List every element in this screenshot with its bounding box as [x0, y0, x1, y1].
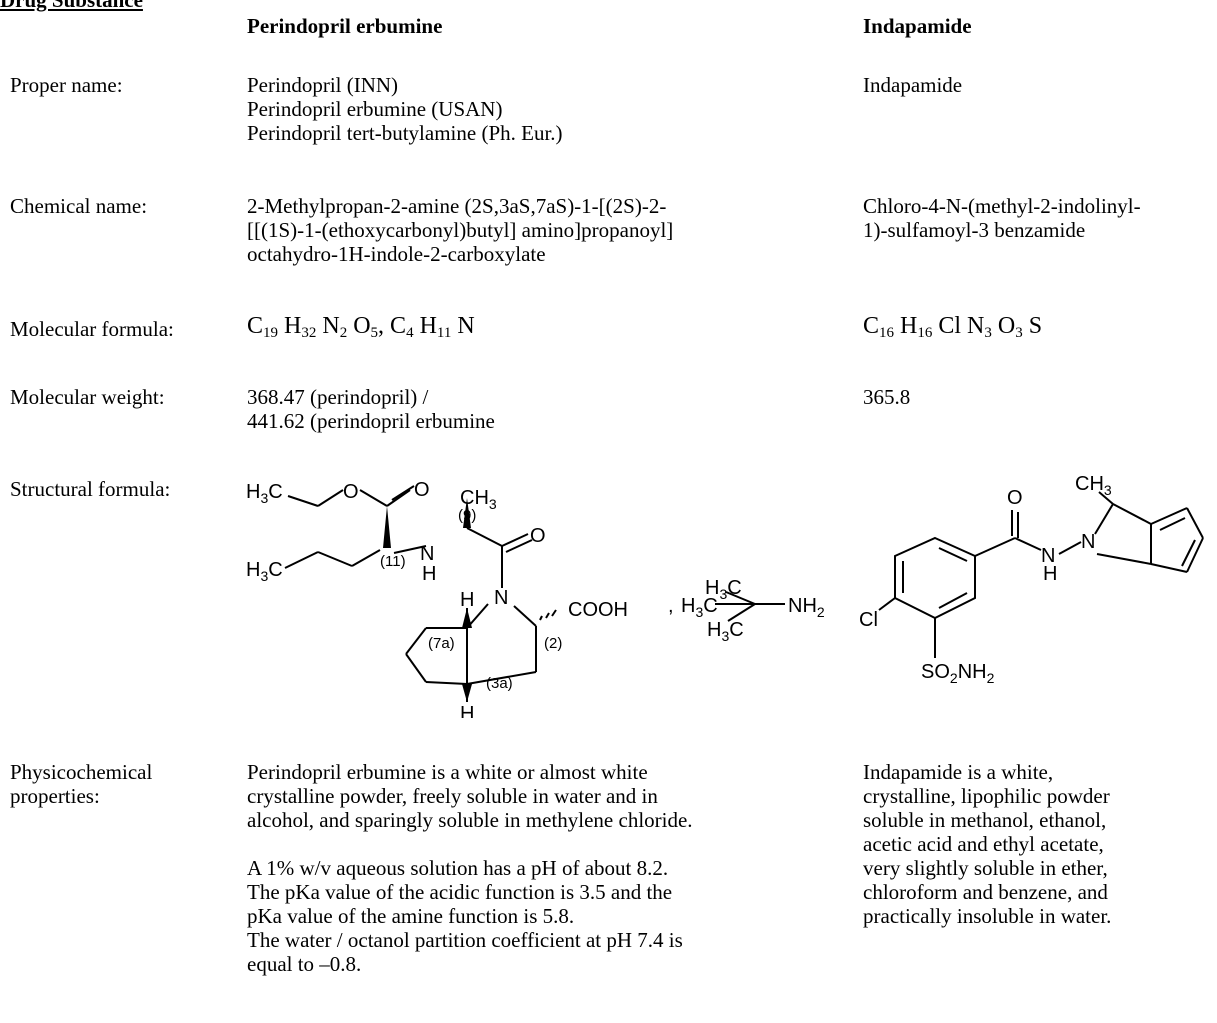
perindopril-props-p1-1: Perindopril erbumine is a white or almos… — [247, 760, 648, 784]
label-h3c-ethyl: H3C — [246, 481, 283, 506]
perindopril-props-p2-3: pKa value of the amine function is 5.8. — [247, 904, 575, 928]
label-nh-n: N — [1041, 545, 1055, 567]
indapamide-props-2: crystalline, lipophilic powder — [863, 784, 1110, 808]
chemical-name-indapamide-1: Chloro-4-N-(methyl-2-indolinyl- — [863, 194, 1141, 218]
label-h3c-tbu-top: H3C — [705, 577, 742, 602]
perindopril-props-p2-5: equal to –0.8. — [247, 952, 362, 976]
molecular-weight-indapamide: 365.8 — [863, 385, 911, 409]
molecular-formula-indapamide: C16 H16 Cl N3 O3 S — [863, 313, 1043, 341]
perindopril-props-p2-4: The water / octanol partition coefficien… — [247, 928, 683, 952]
chemical-name-indapamide-2: 1)-sulfamoyl-3 benzamide — [863, 218, 1086, 242]
perindopril-structure: H3C O O CH3 (9) O H3C (11) N H H N COOH … — [246, 479, 825, 718]
structural-formula-label: Structural formula: — [10, 477, 171, 501]
molecular-formula-label: Molecular formula: — [10, 317, 174, 341]
indapamide-props-5: very slightly soluble in ether, — [863, 856, 1108, 880]
label-h-bottom: H — [460, 703, 474, 718]
indapamide-props-1: Indapamide is a white, — [863, 760, 1054, 784]
label-ring-n: N — [494, 587, 508, 609]
perindopril-props-p2-2: The pKa value of the acidic function is … — [247, 880, 673, 904]
label-stereo-11: (11) — [380, 553, 406, 570]
indapamide-props-3: soluble in methanol, ethanol, — [863, 808, 1107, 832]
chemical-name-perindopril-1: 2-Methylpropan-2-amine (2S,3aS,7aS)-1-[(… — [247, 194, 667, 218]
section-heading: Drug Substance — [0, 0, 143, 12]
label-nh-h: H — [1043, 563, 1057, 585]
perindopril-props-p1-2: crystalline powder, freely soluble in wa… — [247, 784, 658, 808]
label-ester-o: O — [343, 481, 359, 503]
label-amine-n: N — [420, 543, 434, 565]
chemical-name-label: Chemical name: — [10, 194, 148, 218]
label-ring-n: N — [1081, 531, 1095, 553]
proper-name-indapamide: Indapamide — [863, 73, 963, 97]
perindopril-props-p2-1: A 1% w/v aqueous solution has a pH of ab… — [247, 856, 669, 880]
proper-name-perindopril-1: Perindopril (INN) — [247, 73, 399, 97]
label-carbonyl-o: O — [1007, 487, 1023, 509]
label-ch3: CH3 — [1075, 473, 1112, 498]
molecular-weight-perindopril-1: 368.47 (perindopril) / — [247, 385, 429, 409]
label-stereo-3a: (3a) — [486, 675, 513, 692]
label-cooh: COOH — [568, 599, 628, 621]
chemical-name-perindopril-3: octahydro-1H-indole-2-carboxylate — [247, 242, 546, 266]
label-comma: , — [668, 595, 674, 617]
label-h3c-tbu-bottom: H3C — [707, 619, 744, 644]
column-header-indapamide: Indapamide — [863, 14, 972, 38]
label-stereo-9: (9) — [458, 507, 476, 524]
label-nh2: NH2 — [788, 595, 825, 620]
label-stereo-7a: (7a) — [428, 635, 455, 652]
molecular-weight-perindopril-2: 441.62 (perindopril erbumine — [247, 409, 495, 433]
label-amide-o: O — [530, 525, 546, 547]
indapamide-structure: CH3 O N N H Cl SO2NH2 — [859, 473, 1204, 686]
chemical-name-perindopril-2: [[(1S)-1-(ethoxycarbonyl)butyl] amino]pr… — [247, 218, 674, 242]
label-h3c-propyl: H3C — [246, 559, 283, 584]
proper-name-perindopril-2: Perindopril erbumine (USAN) — [247, 97, 503, 121]
perindopril-props-p1-3: alcohol, and sparingly soluble in methyl… — [247, 808, 693, 832]
label-so2nh2: SO2NH2 — [921, 661, 995, 686]
physicochemical-label-2: properties: — [10, 784, 100, 808]
label-amine-h: H — [422, 563, 436, 585]
physicochemical-label-1: Physicochemical — [10, 760, 153, 784]
proper-name-perindopril-3: Perindopril tert-butylamine (Ph. Eur.) — [247, 121, 563, 145]
label-stereo-2: (2) — [544, 635, 562, 652]
label-cl: Cl — [859, 609, 878, 631]
indapamide-props-4: acetic acid and ethyl acetate, — [863, 832, 1104, 856]
molecular-formula-perindopril: C19 H32 N2 O5, C4 H11 N — [247, 313, 475, 341]
proper-name-label: Proper name: — [10, 73, 123, 97]
molecular-weight-label: Molecular weight: — [10, 385, 165, 409]
indapamide-props-7: practically insoluble in water. — [863, 904, 1112, 928]
label-carbonyl-o: O — [414, 479, 430, 501]
label-ch3-alanine: CH3 — [460, 487, 497, 512]
indapamide-props-6: chloroform and benzene, and — [863, 880, 1108, 904]
label-h-top: H — [460, 589, 474, 611]
column-header-perindopril: Perindopril erbumine — [247, 14, 443, 38]
label-h3c-tbu-left: H3C — [681, 595, 718, 620]
